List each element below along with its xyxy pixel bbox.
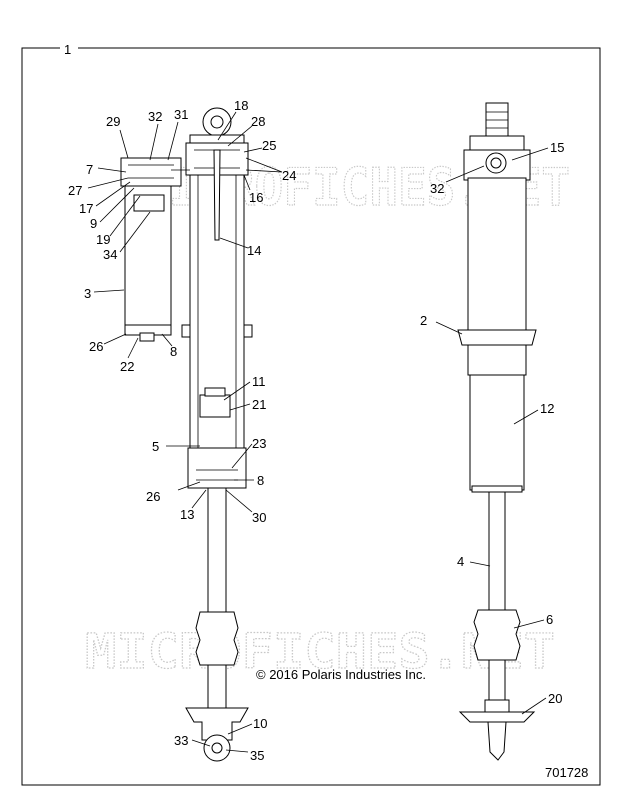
bump-stop [195, 611, 239, 666]
callout-13: 13 [180, 507, 194, 522]
body-assembled [467, 177, 527, 339]
callout-28: 28 [251, 114, 265, 129]
callout-labels: 18 28 25 24 16 14 29 32 31 7 27 17 9 19 … [68, 98, 564, 763]
callout-32b: 32 [430, 181, 444, 196]
callout-14: 14 [247, 243, 261, 258]
callout-26: 26 [89, 339, 103, 354]
lower-sleeve [469, 374, 525, 491]
callout-7: 7 [86, 162, 93, 177]
callout-8b: 8 [257, 473, 264, 488]
callout-12: 12 [540, 401, 554, 416]
callout-21: 21 [252, 397, 266, 412]
shaft [207, 487, 227, 714]
leader-lines [87, 111, 549, 753]
callout-31: 31 [174, 107, 188, 122]
callout-26b: 26 [146, 489, 160, 504]
callout-11: 11 [252, 374, 266, 389]
callout-17: 17 [79, 201, 93, 216]
assembled-shock [457, 102, 537, 761]
reservoir-head [120, 157, 182, 187]
figure-number: 701728 [545, 765, 588, 780]
top-stud [485, 102, 509, 140]
callout-19: 19 [96, 232, 110, 247]
callout-27: 27 [68, 183, 82, 198]
callout-18: 18 [234, 98, 248, 113]
callout-6: 6 [546, 612, 553, 627]
callout-32: 32 [148, 109, 162, 124]
callout-35: 35 [250, 748, 264, 763]
piston [199, 394, 231, 418]
callout-15: 15 [550, 140, 564, 155]
callout-20: 20 [548, 691, 562, 706]
callout-3: 3 [84, 286, 91, 301]
lower-clevis [185, 707, 249, 741]
callout-30: 30 [252, 510, 266, 525]
spring-collar [457, 329, 537, 346]
callout-29: 29 [106, 114, 120, 129]
callout-33: 33 [174, 733, 188, 748]
shaft-assembled [488, 491, 506, 703]
callout-23: 23 [252, 436, 266, 451]
callout-16: 16 [249, 190, 263, 205]
copyright-notice: © 2016 Polaris Industries Inc. [256, 667, 426, 682]
floating-piston [133, 194, 165, 212]
callout-10: 10 [253, 716, 267, 731]
callout-4: 4 [457, 554, 464, 569]
bleed-rod [213, 149, 221, 241]
callout-9: 9 [90, 216, 97, 231]
seal-head [187, 447, 247, 489]
bump-stop-assembled [473, 609, 521, 661]
callout-2: 2 [420, 313, 427, 328]
callout-25: 25 [262, 138, 276, 153]
callout-34: 34 [103, 247, 117, 262]
callout-5: 5 [152, 439, 159, 454]
frame-label: 1 [64, 42, 71, 57]
callout-8: 8 [170, 344, 177, 359]
callout-22: 22 [120, 359, 134, 374]
lower-mount-tab [487, 721, 507, 761]
callout-24: 24 [282, 168, 296, 183]
diagram-frame [21, 47, 601, 786]
